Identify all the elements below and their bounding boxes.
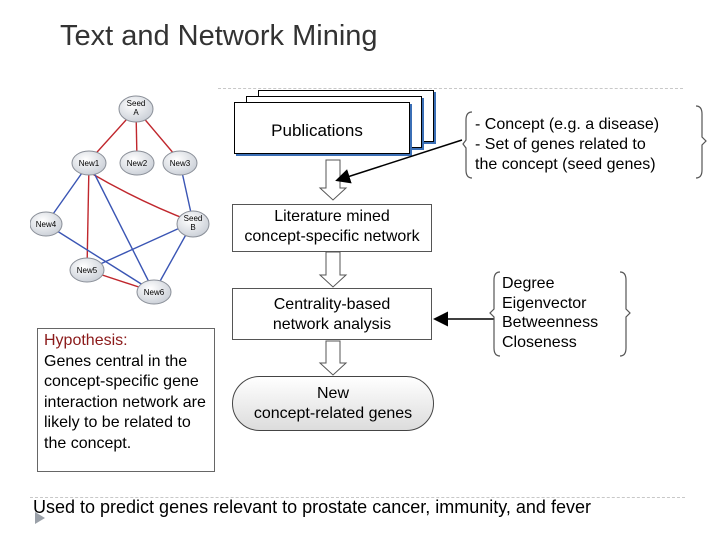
literature-network-line1: Literature mined: [274, 208, 390, 225]
hypothesis-box: Hypothesis: Genes central in the concept…: [37, 328, 215, 472]
concept-note-line2: - Set of genes related to: [475, 136, 646, 153]
down-arrow-1: [318, 159, 348, 201]
centrality-measures-list: Degree Eigenvector Betweenness Closeness: [502, 274, 598, 352]
network-node-new2: New2: [119, 150, 155, 176]
measures-brackets: [489, 271, 631, 357]
measure-betweenness: Betweenness: [502, 314, 599, 331]
hypothesis-body: Genes central in the concept-specific ge…: [44, 352, 206, 452]
bullet-triangle-icon: [35, 512, 45, 524]
measure-eigenvector: Eigenvector: [502, 294, 587, 312]
measure-degree: Degree: [502, 275, 555, 292]
network-node-seed-a: Seed A: [118, 95, 154, 123]
svg-text:A: A: [133, 108, 139, 117]
svg-text:New2: New2: [127, 159, 148, 168]
network-node-seed-b: Seed B: [176, 210, 210, 238]
new-genes-line2: concept-related genes: [253, 405, 413, 422]
svg-text:New6: New6: [144, 288, 165, 297]
concept-note-line3: the concept (seed genes): [475, 156, 656, 173]
hypothesis-heading: Hypothesis:: [44, 332, 128, 349]
new-genes-line1: New: [316, 385, 349, 402]
centrality-analysis-line2: network analysis: [272, 316, 392, 333]
svg-text:Seed: Seed: [127, 99, 146, 108]
svg-text:New4: New4: [36, 220, 57, 229]
svg-text:B: B: [190, 223, 195, 232]
concept-note-line1: - Concept (e.g. a disease): [475, 116, 660, 133]
gene-network-diagram: Seed A New1 New2 New3 New4 Seed B New5 N…: [30, 95, 210, 305]
down-arrow-3: [318, 340, 348, 376]
new-genes-oval: New concept-related genes: [232, 376, 434, 431]
publications-label: Publications: [271, 121, 363, 140]
divider-top: [218, 88, 683, 89]
literature-network-line2: concept-specific network: [244, 228, 420, 245]
network-node-new6: New6: [136, 279, 172, 305]
slide-title: Text and Network Mining: [60, 20, 378, 52]
network-node-new5: New5: [69, 257, 105, 283]
publications-page-front: [234, 102, 410, 154]
network-node-new1: New1: [71, 150, 107, 176]
concept-note: - Concept (e.g. a disease) - Set of gene…: [475, 115, 659, 175]
centrality-analysis-line1: Centrality-based: [273, 296, 391, 313]
concept-brackets: [462, 105, 707, 179]
network-node-new4: New4: [30, 211, 63, 237]
network-node-new3: New3: [162, 150, 198, 176]
svg-text:Seed: Seed: [184, 214, 203, 223]
concept-pointer-arrow: [335, 139, 463, 184]
svg-text:New5: New5: [77, 266, 98, 275]
centrality-analysis-box: Centrality-based network analysis: [232, 288, 432, 340]
svg-text:New1: New1: [79, 159, 100, 168]
svg-text:New3: New3: [170, 159, 191, 168]
down-arrow-2: [318, 251, 348, 288]
bottom-note: Used to predict genes relevant to prosta…: [33, 497, 591, 517]
divider-bottom: [30, 497, 685, 498]
literature-network-box: Literature mined concept-specific networ…: [232, 204, 432, 252]
measure-closeness: Closeness: [502, 333, 577, 351]
